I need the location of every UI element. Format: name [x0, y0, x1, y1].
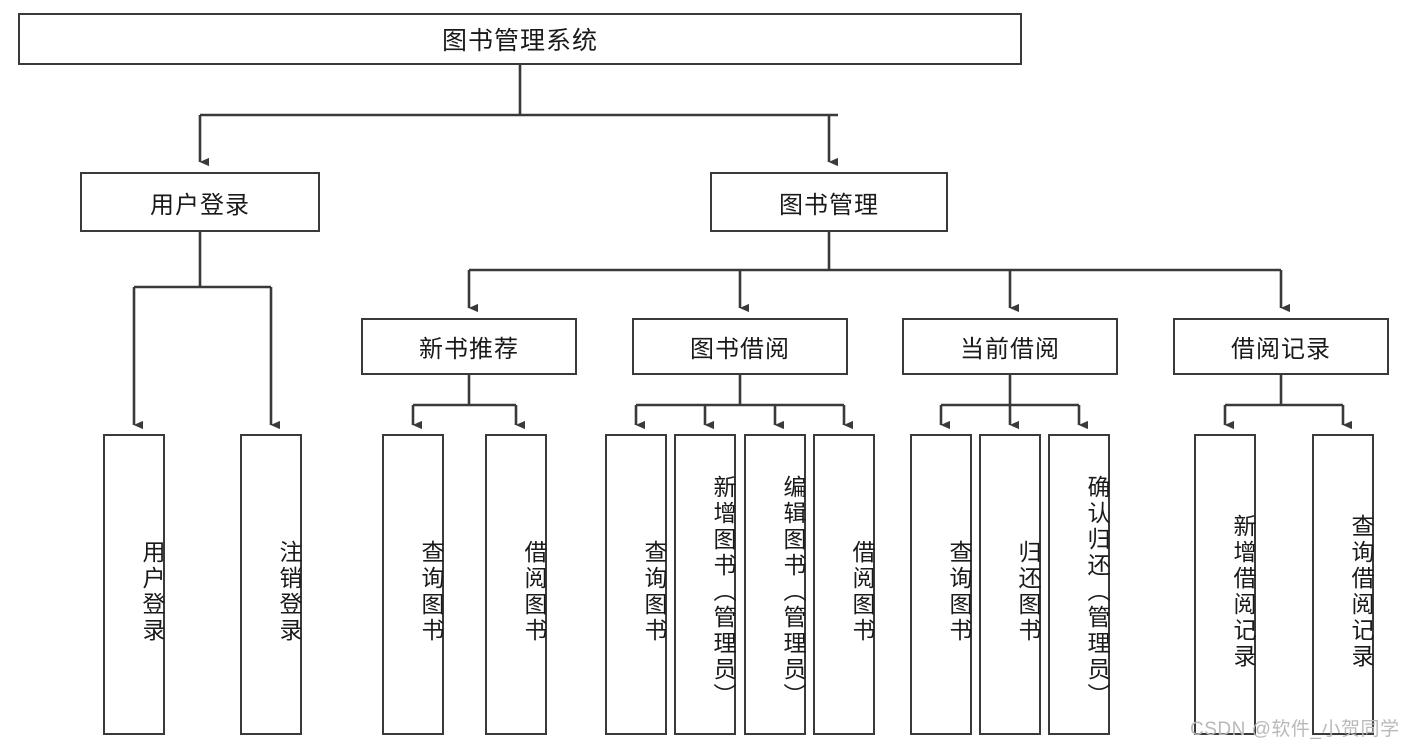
node-book-management-label: 图书管理	[779, 191, 879, 219]
leaf-current-confirm-return[interactable]: 确认归还（管理员）	[1048, 434, 1110, 735]
leaf-records-add-record[interactable]: 新增借阅记录	[1194, 434, 1256, 735]
node-new-book-recommend-label: 新书推荐	[419, 336, 519, 363]
leaf-borrow-edit-book[interactable]: 编辑图书（管理员）	[744, 434, 806, 735]
leaf-current-return-book[interactable]: 归还图书	[979, 434, 1041, 735]
leaf-user-login-login[interactable]: 用户登录	[103, 434, 165, 735]
leaf-current-query-book[interactable]: 查询图书	[910, 434, 972, 735]
leaf-label: 确认归还（管理员）	[1084, 474, 1110, 709]
node-user-login[interactable]: 用户登录	[80, 172, 320, 232]
node-user-login-label: 用户登录	[150, 191, 250, 219]
leaf-borrow-query-book[interactable]: 查询图书	[605, 434, 667, 735]
node-borrow-records[interactable]: 借阅记录	[1173, 318, 1389, 375]
leaf-user-login-logout[interactable]: 注销登录	[240, 434, 302, 735]
node-book-management[interactable]: 图书管理	[710, 172, 948, 232]
leaf-label: 新增借阅记录	[1230, 513, 1256, 670]
leaf-label: 注销登录	[276, 539, 302, 644]
leaf-label: 新增图书（管理员）	[710, 474, 736, 709]
leaf-label: 查询图书	[946, 539, 972, 644]
leaf-label: 查询图书	[418, 539, 444, 644]
node-book-borrow-label: 图书借阅	[690, 336, 790, 363]
leaf-label: 用户登录	[139, 539, 165, 644]
leaf-borrow-borrow-book[interactable]: 借阅图书	[813, 434, 875, 735]
leaf-records-query-record[interactable]: 查询借阅记录	[1312, 434, 1374, 735]
node-borrow-records-label: 借阅记录	[1231, 336, 1331, 363]
leaf-label: 查询图书	[641, 539, 667, 644]
node-new-book-recommend[interactable]: 新书推荐	[361, 318, 577, 375]
node-root[interactable]: 图书管理系统	[18, 13, 1022, 65]
leaf-label: 借阅图书	[849, 539, 875, 644]
node-root-label: 图书管理系统	[441, 27, 598, 55]
leaf-label: 借阅图书	[521, 539, 547, 644]
leaf-label: 归还图书	[1015, 539, 1041, 644]
node-book-borrow[interactable]: 图书借阅	[632, 318, 848, 375]
node-current-borrow-label: 当前借阅	[960, 336, 1060, 363]
leaf-label: 查询借阅记录	[1348, 513, 1374, 670]
leaf-recommend-query-book[interactable]: 查询图书	[382, 434, 444, 735]
leaf-label: 编辑图书（管理员）	[780, 474, 806, 709]
leaf-borrow-add-book[interactable]: 新增图书（管理员）	[674, 434, 736, 735]
watermark-label: CSDN @软件_小贺同学	[1190, 719, 1400, 740]
leaf-recommend-borrow-book[interactable]: 借阅图书	[485, 434, 547, 735]
node-current-borrow[interactable]: 当前借阅	[902, 318, 1118, 375]
